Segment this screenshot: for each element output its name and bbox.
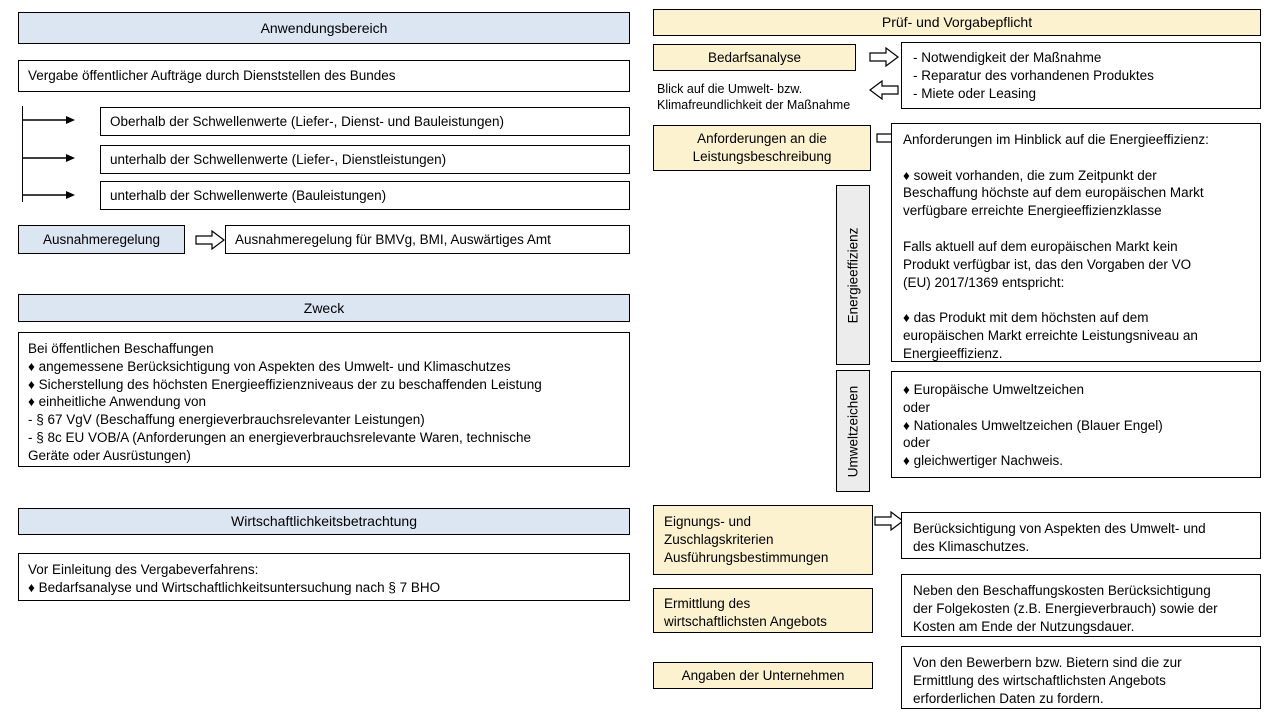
box-ausnahmeregelung-text: Ausnahmeregelung für BMVg, BMI, Auswärti… [225, 225, 630, 254]
arrow-ausnahmeregelung [195, 230, 225, 250]
note-bedarfsanalyse-umweltblick: Blick auf die Umwelt- bzw. Klimafreundli… [657, 82, 851, 113]
branch-bracket-line [22, 106, 23, 202]
box-vergabe-intro: Vergabe öffentlicher Aufträge durch Dien… [18, 60, 630, 92]
header-anwendungsbereich: Anwendungsbereich [18, 12, 630, 44]
box-branch-unterhalb-bau: unterhalb der Schwellenwerte (Bauleistun… [100, 181, 630, 210]
arrow-eignungskriterien-right [874, 511, 904, 531]
vertical-label-energieeffizienz: Energieeffizienz [836, 185, 870, 365]
box-wirtschaftlichstes-angebot-content: Neben den Beschaffungskosten Berücksicht… [901, 574, 1261, 637]
box-ausnahmeregelung-label: Ausnahmeregelung [18, 225, 185, 254]
header-zweck: Zweck [18, 294, 630, 322]
box-energieeffizienz-content: Anforderungen im Hinblick auf die Energi… [891, 123, 1261, 362]
vertical-label-umweltzeichen: Umweltzeichen [836, 370, 870, 492]
box-wirtschaftlichstes-angebot-label: Ermittlung des wirtschaftlichsten Angebo… [653, 588, 873, 633]
vertical-label-umweltzeichen-text: Umweltzeichen [845, 385, 861, 477]
vertical-label-energieeffizienz-text: Energieeffizienz [845, 227, 861, 323]
box-umweltzeichen-content: ♦ Europäische Umweltzeichen oder ♦ Natio… [891, 371, 1261, 478]
box-eignungskriterien-content: Berücksichtigung von Aspekten des Umwelt… [901, 512, 1261, 559]
box-eignungskriterien-label: Eignungs- und Zuschlagskriterien Ausführ… [653, 505, 873, 575]
branch-arrow-1 [22, 114, 76, 126]
box-branch-oberhalb: Oberhalb der Schwellenwerte (Liefer-, Di… [100, 107, 630, 136]
branch-arrow-3 [22, 189, 76, 201]
box-angaben-unternehmen-content: Von den Bewerbern bzw. Bietern sind die … [901, 646, 1261, 709]
box-anforderungen-label: Anforderungen an die Leistungsbeschreibu… [653, 125, 871, 171]
header-pruef-und-vorgabepflicht: Prüf- und Vorgabepflicht [653, 9, 1261, 36]
arrow-bedarfsanalyse-left [869, 80, 899, 100]
branch-arrow-2 [22, 152, 76, 164]
box-angaben-unternehmen-label: Angaben der Unternehmen [653, 662, 873, 689]
box-bedarfsanalyse-label: Bedarfsanalyse [653, 44, 856, 71]
header-wirtschaftlichkeitsbetrachtung: Wirtschaftlichkeitsbetrachtung [18, 508, 630, 535]
box-zweck-body: Bei öffentlichen Beschaffungen ♦ angemes… [18, 332, 630, 467]
arrow-bedarfsanalyse-right [869, 47, 899, 67]
box-bedarfsanalyse-content: - Notwendigkeit der Maßnahme - Reparatur… [901, 42, 1261, 109]
box-wirtschaftlichkeit-body: Vor Einleitung des Vergabeverfahrens: ♦ … [18, 553, 630, 601]
box-branch-unterhalb-liefer: unterhalb der Schwellenwerte (Liefer-, D… [100, 145, 630, 174]
